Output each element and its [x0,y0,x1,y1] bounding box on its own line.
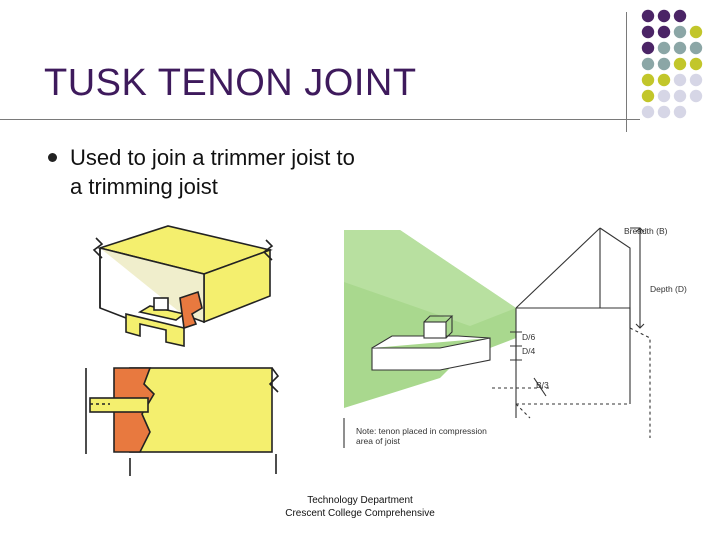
decorative-dot [673,9,687,23]
decorative-dot [689,89,703,103]
decorative-dot [689,57,703,71]
decorative-dot [641,105,655,119]
decorative-dot [673,57,687,71]
title-divider [0,119,640,120]
decorative-dot [689,25,703,39]
decorative-dot [657,25,671,39]
perspective-view [92,225,274,347]
decorative-dot [673,105,687,119]
decorative-dot [657,41,671,55]
tusk-tenon-sketch [85,225,280,476]
plan-view [85,367,280,476]
decorative-dot [689,41,703,55]
note-line-1: Note: tenon placed in compression [356,426,487,436]
slide-footer: Technology Department Crescent College C… [240,494,480,520]
decorative-dot [641,41,655,55]
decorative-dot [673,73,687,87]
slide-title: TUSK TENON JOINT [44,62,417,104]
b3-label: B/3 [536,380,549,390]
breadth-label: Breadth (B) [624,226,668,236]
decorative-dot [689,73,703,87]
d4-label: D/4 [522,346,536,356]
footer-school: Crescent College Comprehensive [285,508,435,519]
tusk-tenon-dimension-drawing: Breadth (B) Depth (D) D/6 D/4 B/3 Note: … [343,226,687,448]
vertical-divider [626,12,627,132]
decorative-dot [657,73,671,87]
decorative-dot [673,89,687,103]
decorative-dot [673,41,687,55]
bullet-marker [48,153,57,162]
footer-department: Technology Department [307,495,413,506]
decorative-dot [641,89,655,103]
decorative-dot [657,9,671,23]
decorative-dot [641,73,655,87]
decorative-dot [641,9,655,23]
decorative-dot-grid [641,9,703,119]
decorative-dot [641,57,655,71]
note-line-2: area of joist [356,436,401,446]
decorative-dot [641,25,655,39]
depth-label: Depth (D) [650,284,687,294]
decorative-dot [657,105,671,119]
bullet-text: Used to join a trimmer joist to a trimmi… [70,145,355,199]
decorative-dot [673,25,687,39]
decorative-dot [657,57,671,71]
d6-label: D/6 [522,332,536,342]
decorative-dot [657,89,671,103]
